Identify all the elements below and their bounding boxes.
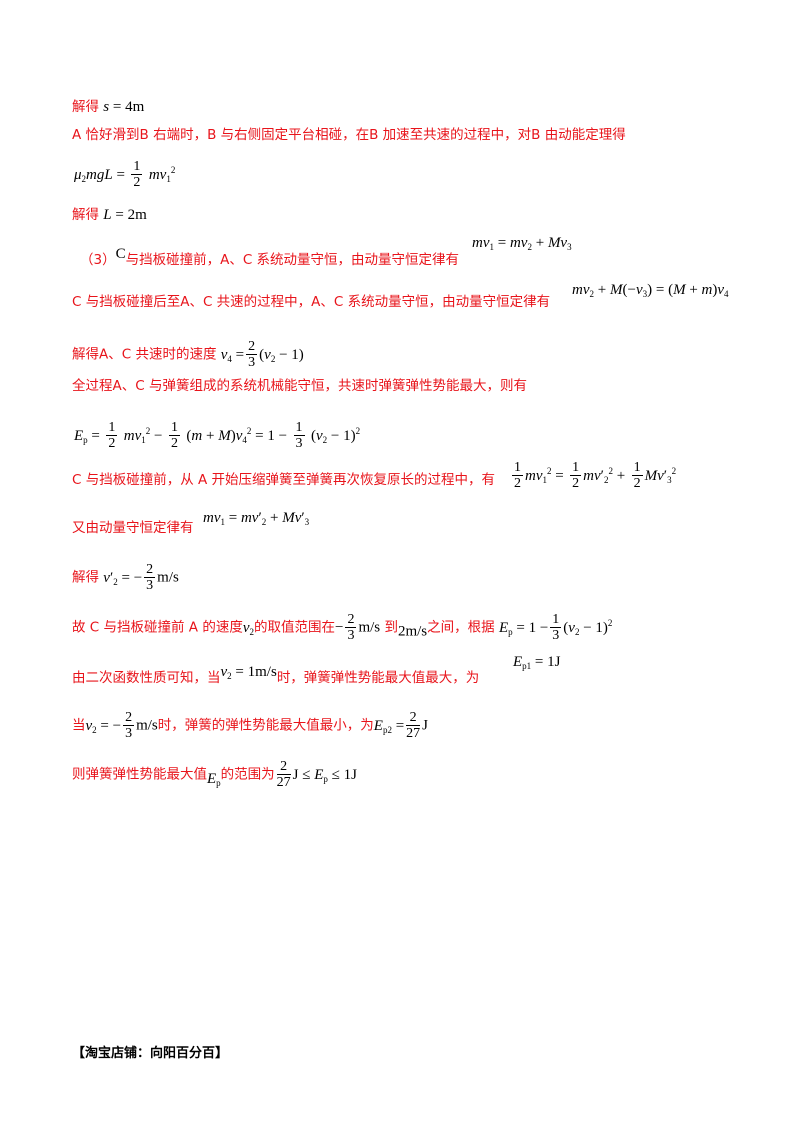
formula-Ep1: Ep1 = 1J xyxy=(513,654,561,671)
formula-momentum-1: mv1 = mv2 + Mv3 xyxy=(472,235,572,252)
formula-momentum-2: mv2 + M(−v3) = (M + m)v4 xyxy=(572,282,729,299)
formula-L: L = 2m xyxy=(103,207,147,223)
text-line-11: 又由动量守恒定律有 xyxy=(72,520,194,536)
formula-v2-prime: v′2 = − xyxy=(103,569,143,587)
footer-shop-name: 【淘宝店铺：向阳百分百】 xyxy=(72,1046,229,1061)
text-line-8: 全过程A、C 与弹簧组成的系统机械能守恒，共速时弹簧弹性势能最大，则有 xyxy=(72,378,527,394)
result-L-line: 解得 L = 2m xyxy=(72,207,147,223)
formula-s: s = 4m xyxy=(103,99,145,115)
text-line-6: C 与挡板碰撞后至A、C 共速的过程中，A、C 系统动量守恒，由动量守恒定律有 xyxy=(72,294,551,310)
formula-v4: v4 = xyxy=(220,346,245,364)
text-line-10: C 与挡板碰撞前，从 A 开始压缩弹簧至弹簧再次恢复原长的过程中，有 xyxy=(72,472,496,488)
text-line-5: （3）C与挡板碰撞前，A、C 系统动量守恒，由动量守恒定律有 xyxy=(80,246,460,268)
text-line-2: A 恰好滑到B 右端时，B 与右侧固定平台相碰，在B 加速至共速的过程中，对B … xyxy=(72,127,626,143)
formula-momentum-3: mv1 = mv′2 + Mv′3 xyxy=(203,510,310,527)
result-s-line: 解得 s = 4m xyxy=(72,99,145,115)
text-line-14: 由二次函数性质可知，当v2 = 1m/s时，弹簧弹性势能最大值最大，为 xyxy=(72,664,480,686)
